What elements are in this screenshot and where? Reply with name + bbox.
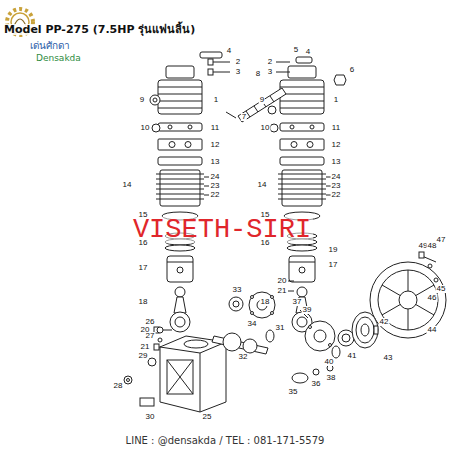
- callout-number: 36: [311, 380, 322, 388]
- callout-number: 11: [210, 124, 220, 132]
- callout-number: 17: [328, 261, 339, 269]
- callout-number: 42: [379, 318, 390, 326]
- callout-number: 3: [235, 68, 241, 76]
- callout-number: 9: [259, 96, 265, 104]
- callout-number: 44: [427, 326, 438, 334]
- callout-number: 24: [331, 173, 342, 181]
- watermark: VISETH-SIRI: [131, 217, 313, 244]
- callout-number: 37: [292, 298, 303, 306]
- callout-number: 17: [138, 264, 149, 272]
- callout-number: 29: [138, 352, 149, 360]
- callout-number: 25: [202, 413, 213, 421]
- callout-number: 10: [260, 124, 271, 132]
- callout-number: 11: [331, 124, 341, 132]
- callout-number: 28: [113, 382, 124, 390]
- callout-number: 30: [145, 413, 156, 421]
- callout-number: 1: [213, 96, 219, 104]
- callout-number: 23: [210, 182, 221, 190]
- logo-text: Densakda: [36, 54, 81, 63]
- callout-number: 24: [210, 173, 221, 181]
- callout-number: 10: [140, 124, 151, 132]
- callout-number: 22: [210, 191, 221, 199]
- callout-number: 1: [333, 96, 339, 104]
- callout-number: 27: [145, 332, 156, 340]
- callout-number: 8: [255, 70, 261, 78]
- callout-number: 20: [277, 277, 288, 285]
- callout-number: 15: [260, 211, 271, 219]
- callout-number: 14: [257, 181, 268, 189]
- callout-number: 7: [241, 113, 247, 121]
- callout-number: 13: [210, 158, 221, 166]
- callout-number: 22: [331, 191, 342, 199]
- callout-number: 12: [210, 141, 221, 149]
- callout-number: 6: [349, 66, 355, 74]
- callout-number: 26: [145, 318, 156, 326]
- contact-caption: LINE : @densakda / TEL : 081-171-5579: [126, 436, 325, 446]
- callout-number: 31: [275, 324, 286, 332]
- callout-number: 21: [277, 287, 288, 295]
- callout-number: 14: [122, 181, 133, 189]
- callout-number: 40: [324, 358, 335, 366]
- model-title: Model PP-275 (7.5HP รุ่นแฟนลิ้น): [4, 24, 195, 35]
- callout-number: 45: [436, 285, 447, 293]
- callout-number: 21: [140, 343, 151, 351]
- callout-number: 5: [293, 46, 299, 54]
- callout-number: 33: [232, 286, 243, 294]
- callout-number: 15: [138, 211, 149, 219]
- callout-number: 41: [347, 352, 358, 360]
- callout-number: 2: [235, 58, 241, 66]
- callout-number: 34: [247, 320, 258, 328]
- callout-number: 39: [302, 306, 313, 314]
- callout-number: 18: [260, 298, 271, 306]
- callout-number: 16: [138, 239, 149, 247]
- callout-number: 3: [267, 68, 273, 76]
- callout-number: 19: [328, 246, 339, 254]
- callout-number: 4: [305, 48, 311, 56]
- callout-number: 35: [288, 388, 299, 396]
- callout-number: 18: [138, 298, 149, 306]
- callout-number: 46: [427, 294, 438, 302]
- callout-number: 16: [260, 239, 271, 247]
- callout-number: 32: [238, 353, 249, 361]
- callout-number: 23: [331, 182, 342, 190]
- callout-number: 47: [436, 236, 447, 244]
- callout-number: 9: [139, 96, 145, 104]
- callout-number: 43: [383, 354, 394, 362]
- callout-number: 2: [267, 58, 273, 66]
- logo-text: เด่นศักดา: [30, 41, 70, 51]
- callout-number: 4: [226, 47, 232, 55]
- callout-number: 13: [331, 158, 342, 166]
- callout-number: 12: [331, 141, 342, 149]
- callout-number: 38: [326, 374, 337, 382]
